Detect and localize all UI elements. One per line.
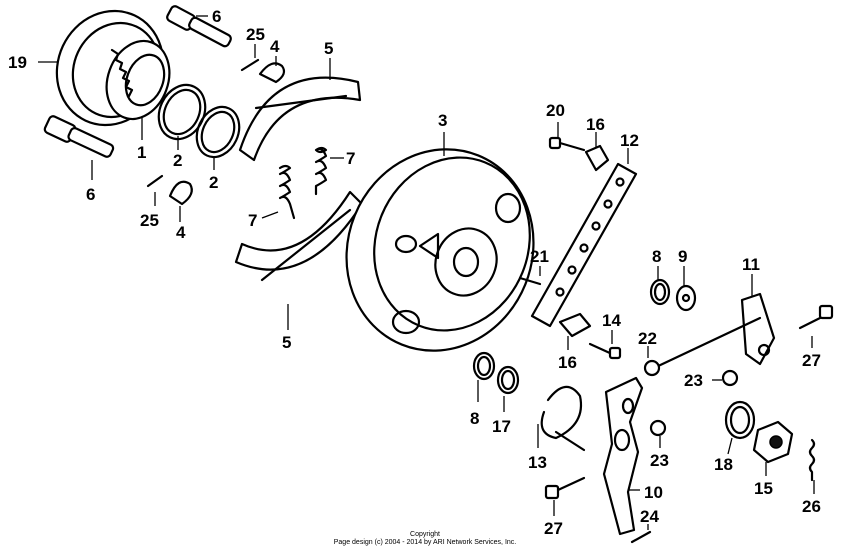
callout-27: 27 xyxy=(802,351,821,370)
part-7-spring-b xyxy=(261,164,296,220)
copyright-line-2: Page design (c) 2004 - 2014 by ARI Netwo… xyxy=(333,539,517,546)
callout-25: 25 xyxy=(246,25,265,44)
part-6-cam-shaft-upper xyxy=(166,5,232,48)
part-4-cam-plate-upper xyxy=(258,56,286,84)
part-4-cam-plate-lower xyxy=(168,180,193,222)
part-2-o-ring-b xyxy=(195,105,241,170)
callout-4: 4 xyxy=(176,223,186,242)
callout-27: 27 xyxy=(544,519,563,538)
callout-19: 19 xyxy=(8,53,27,72)
callout-12: 12 xyxy=(620,131,639,150)
part-8-washer-lower xyxy=(472,351,496,402)
callout-9: 9 xyxy=(678,247,687,266)
part-26-spring-pin xyxy=(808,438,816,494)
callout-16: 16 xyxy=(586,115,605,134)
callout-7: 7 xyxy=(346,149,355,168)
part-5-brake-shoe-lower xyxy=(234,190,364,330)
callout-5: 5 xyxy=(324,39,333,58)
part-23-nut-lower xyxy=(649,419,667,448)
part-10-brake-pedal xyxy=(602,376,644,536)
part-22-brake-rod xyxy=(643,316,762,377)
part-13-return-spring xyxy=(537,385,586,452)
callout-6: 6 xyxy=(212,7,221,26)
part-12-link-plate xyxy=(530,148,638,328)
callout-8: 8 xyxy=(652,247,661,266)
callout-16: 16 xyxy=(558,353,577,372)
callout-23: 23 xyxy=(650,451,669,470)
part-25-pin-lower xyxy=(146,174,164,206)
callout-20: 20 xyxy=(546,101,565,120)
callout-25: 25 xyxy=(140,211,159,230)
callout-15: 15 xyxy=(754,479,773,498)
callout-26: 26 xyxy=(802,497,821,516)
callout-2: 2 xyxy=(209,173,218,192)
callout-labels: 19 6 25 4 5 1 2 2 6 25 4 7 7 5 3 20 16 1… xyxy=(8,7,821,538)
part-8-washer-upper xyxy=(649,266,671,306)
part-23-nut-upper xyxy=(712,369,739,387)
part-9-washer xyxy=(675,266,697,312)
part-7-spring-a xyxy=(314,146,344,196)
callout-24: 24 xyxy=(640,507,659,526)
callout-10: 10 xyxy=(644,483,663,502)
part-25-pin-upper xyxy=(240,44,260,72)
callout-6: 6 xyxy=(86,185,95,204)
callout-21: 21 xyxy=(530,247,549,266)
part-14-bolt xyxy=(588,330,622,360)
part-21-bolt xyxy=(518,266,542,286)
part-15-switch xyxy=(752,420,794,476)
copyright-line-1: Copyright xyxy=(410,531,440,538)
part-27-bolt-upper xyxy=(798,304,834,348)
callout-5: 5 xyxy=(282,333,291,352)
callout-4: 4 xyxy=(270,37,280,56)
callout-7: 7 xyxy=(248,211,257,230)
part-27-bolt-lower xyxy=(544,476,586,516)
part-17-washer xyxy=(496,365,520,412)
callout-18: 18 xyxy=(714,455,733,474)
callout-2: 2 xyxy=(173,151,182,170)
part-24-cotter-pin xyxy=(630,524,652,544)
callout-13: 13 xyxy=(528,453,547,472)
callout-1: 1 xyxy=(137,143,146,162)
callout-22: 22 xyxy=(638,329,657,348)
part-16-clip-lower xyxy=(558,312,592,350)
part-20-bolt xyxy=(548,122,586,152)
callout-11: 11 xyxy=(742,255,760,274)
part-18-seal xyxy=(724,400,756,455)
part-5-brake-shoe-upper xyxy=(238,58,362,162)
part-3-brake-panel xyxy=(345,132,535,352)
part-11-brake-arm xyxy=(740,274,776,366)
part-6-cam-shaft-lower xyxy=(43,115,115,180)
part-16-clip-upper xyxy=(584,132,610,172)
callout-23: 23 xyxy=(684,371,703,390)
part-1-gear-hub xyxy=(105,39,171,140)
callout-14: 14 xyxy=(602,311,621,330)
callout-8: 8 xyxy=(470,409,479,428)
callout-3: 3 xyxy=(438,111,447,130)
callout-17: 17 xyxy=(492,417,511,436)
